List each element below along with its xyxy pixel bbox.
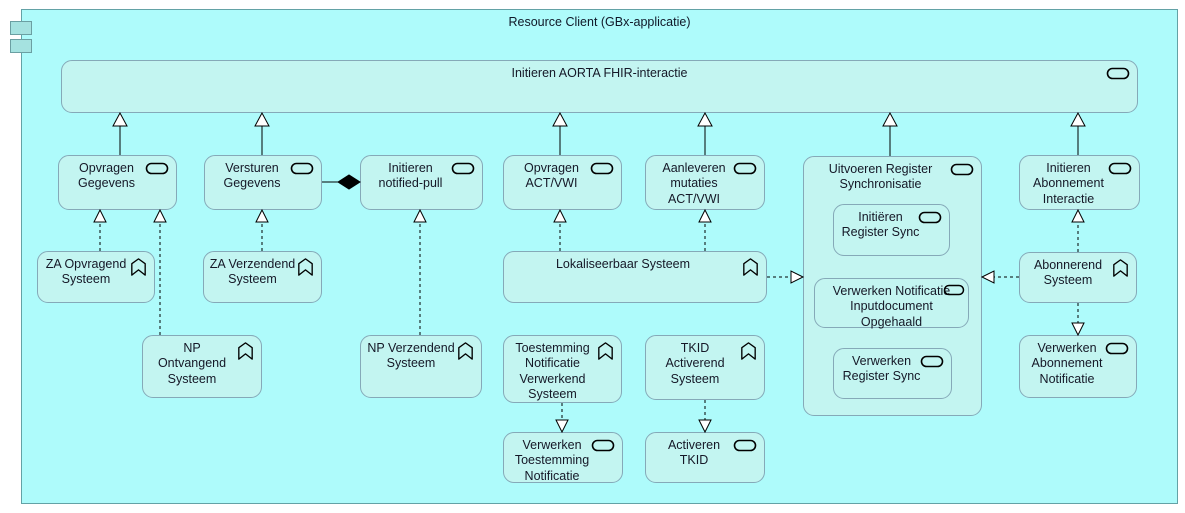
application-service-icon xyxy=(451,162,475,175)
node-verwerken-register-sync[interactable]: Verwerken Register Sync xyxy=(833,348,952,399)
node-label: ZA Opvragend Systeem xyxy=(45,257,127,287)
node-label: NP Verzendend Systeem xyxy=(367,341,455,371)
node-label: Uitvoeren Register Synchronisatie xyxy=(828,162,933,192)
node-label: Verwerken Register Sync xyxy=(842,354,921,384)
node-label: NP Ontvangend Systeem xyxy=(157,341,227,386)
application-service-icon xyxy=(290,162,314,175)
application-service-icon xyxy=(591,439,615,452)
application-function-icon xyxy=(458,342,473,360)
node-label: Opvragen Gegevens xyxy=(78,161,135,191)
node-label: Verwerken Toestemming Notificatie xyxy=(514,438,590,483)
node-label: Aanleveren mutaties ACT/VWI xyxy=(662,161,726,206)
node-initieren-register-sync[interactable]: Initiëren Register Sync xyxy=(833,204,950,256)
application-service-icon xyxy=(733,162,757,175)
node-verwerken-abonnement-notificatie[interactable]: Verwerken Abonnement Notificatie xyxy=(1019,335,1137,398)
node-opvragen-act-vwi[interactable]: Opvragen ACT/VWI xyxy=(503,155,622,210)
node-initieren-aorta-fhir-interactie[interactable]: Initieren AORTA FHIR-interactie xyxy=(61,60,1138,113)
node-opvragen-gegevens[interactable]: Opvragen Gegevens xyxy=(58,155,177,210)
node-tkid-activerend-systeem[interactable]: TKID Activerend Systeem xyxy=(645,335,765,400)
application-function-icon xyxy=(598,342,613,360)
application-service-icon xyxy=(733,439,757,452)
node-label: TKID Activerend Systeem xyxy=(665,341,725,386)
application-function-icon xyxy=(298,258,313,276)
node-initieren-notified-pull[interactable]: Initieren notified-pull xyxy=(360,155,483,210)
node-label: Initieren notified-pull xyxy=(378,161,443,191)
application-service-icon xyxy=(1106,67,1130,80)
node-np-verzendend-systeem[interactable]: NP Verzendend Systeem xyxy=(360,335,482,398)
node-toestemming-notificatie-verwerkend-systeem[interactable]: Toestemming Notificatie Verwerkend Syste… xyxy=(503,335,622,403)
node-label: Activeren TKID xyxy=(667,438,721,468)
application-service-icon xyxy=(1105,342,1129,355)
node-label: Initiëren Register Sync xyxy=(841,210,920,240)
node-verwerken-toestemming-notificatie[interactable]: Verwerken Toestemming Notificatie xyxy=(503,432,623,483)
node-activeren-tkid[interactable]: Activeren TKID xyxy=(645,432,765,483)
application-function-icon xyxy=(238,342,253,360)
node-np-ontvangend-systeem[interactable]: NP Ontvangend Systeem xyxy=(142,335,262,398)
node-label: Initieren Abonnement Interactie xyxy=(1033,161,1104,206)
application-function-icon xyxy=(741,342,756,360)
node-label: Lokaliseerbaar Systeem xyxy=(555,257,691,271)
application-function-icon xyxy=(743,258,758,276)
node-label: Abonnerend Systeem xyxy=(1033,258,1103,288)
node-resource-client-label: Resource Client (GBx-applicatie) xyxy=(508,15,691,29)
node-za-opvragend-systeem[interactable]: ZA Opvragend Systeem xyxy=(37,251,155,303)
node-uitvoeren-register-synchronisatie[interactable]: Uitvoeren Register Synchronisatie Initië… xyxy=(803,156,982,416)
node-za-verzendend-systeem[interactable]: ZA Verzendend Systeem xyxy=(203,251,322,303)
node-versturen-gegevens[interactable]: Versturen Gegevens xyxy=(204,155,322,210)
application-function-icon xyxy=(131,258,146,276)
node-label: Verwerken Notificatie Inputdocument Opge… xyxy=(832,284,951,329)
node-verwerken-notificatie-inputdocument-opgehaald[interactable]: Verwerken Notificatie Inputdocument Opge… xyxy=(814,278,969,329)
application-service-icon xyxy=(950,163,974,176)
node-aanleveren-mutaties-act-vwi[interactable]: Aanleveren mutaties ACT/VWI xyxy=(645,155,765,210)
application-service-icon xyxy=(918,211,942,224)
node-initieren-abonnement-interactie[interactable]: Initieren Abonnement Interactie xyxy=(1019,155,1140,210)
node-label: ZA Verzendend Systeem xyxy=(209,257,296,287)
application-service-icon xyxy=(1108,162,1132,175)
application-service-icon xyxy=(920,355,944,368)
application-component-icon xyxy=(10,21,32,35)
node-label: Versturen Gegevens xyxy=(223,161,281,191)
node-abonnerend-systeem[interactable]: Abonnerend Systeem xyxy=(1019,252,1137,303)
application-service-icon xyxy=(943,284,965,296)
application-component-icon xyxy=(10,39,32,53)
node-label: Opvragen ACT/VWI xyxy=(524,161,579,191)
node-lokaliseerbaar-systeem[interactable]: Lokaliseerbaar Systeem xyxy=(503,251,767,303)
node-label: Toestemming Notificatie Verwerkend Syste… xyxy=(515,341,590,401)
application-service-icon xyxy=(145,162,169,175)
application-function-icon xyxy=(1113,259,1128,277)
node-label: Initieren AORTA FHIR-interactie xyxy=(511,66,688,80)
node-label: Verwerken Abonnement Notificatie xyxy=(1031,341,1103,386)
application-service-icon xyxy=(590,162,614,175)
